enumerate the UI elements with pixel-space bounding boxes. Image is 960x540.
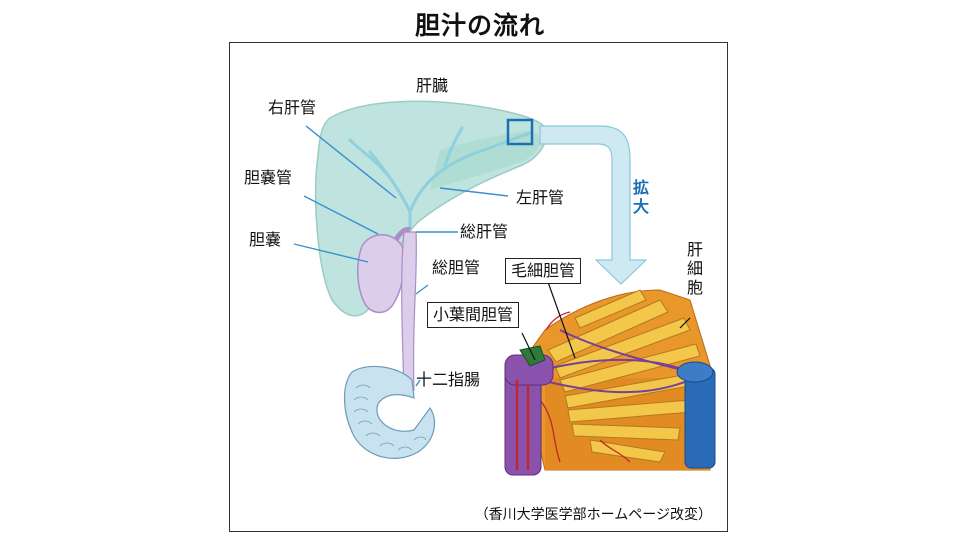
label-liver: 肝臓 [416,76,449,95]
diagram-frame [229,42,728,532]
label-gallbladder: 胆嚢 [249,230,282,249]
diagram-title: 胆汁の流れ [414,11,545,40]
leader-lines [293,125,509,387]
central-vein [684,367,716,469]
label-right-hepatic-duct: 右肝管 [268,98,317,117]
label-hepatocyte-char-3: 胞 [686,278,703,297]
gallbladder-shape [357,234,406,314]
label-enlarge: 拡 大 [632,178,650,216]
hepatic-lobule-illustration [504,289,716,476]
label-enlarge-char-1: 拡 [632,178,649,197]
common-bile-duct-shape [401,231,418,393]
label-common-hepatic-duct: 総肝管 [460,222,509,241]
label-enlarge-char-2: 大 [632,197,649,216]
label-cystic-duct: 胆嚢管 [244,168,293,187]
label-hepatocyte: 肝 細 胞 [686,240,704,297]
label-common-bile-duct: 総胆管 [432,258,481,277]
label-hepatocyte-char-2: 細 [686,259,703,278]
zoom-region-box [506,118,534,146]
label-left-hepatic-duct: 左肝管 [516,188,565,207]
label-duodenum: 十二指腸 [416,370,481,389]
source-credit: （香川大学医学部ホームページ改変） [474,507,712,523]
label-hepatocyte-char-1: 肝 [686,240,703,259]
enlarge-arrow [539,125,648,285]
label-bile-canaliculus: 毛細胆管 [505,258,582,284]
label-interlobular-bile-duct: 小葉間胆管 [427,302,520,328]
cystic-duct-shape [393,227,412,242]
